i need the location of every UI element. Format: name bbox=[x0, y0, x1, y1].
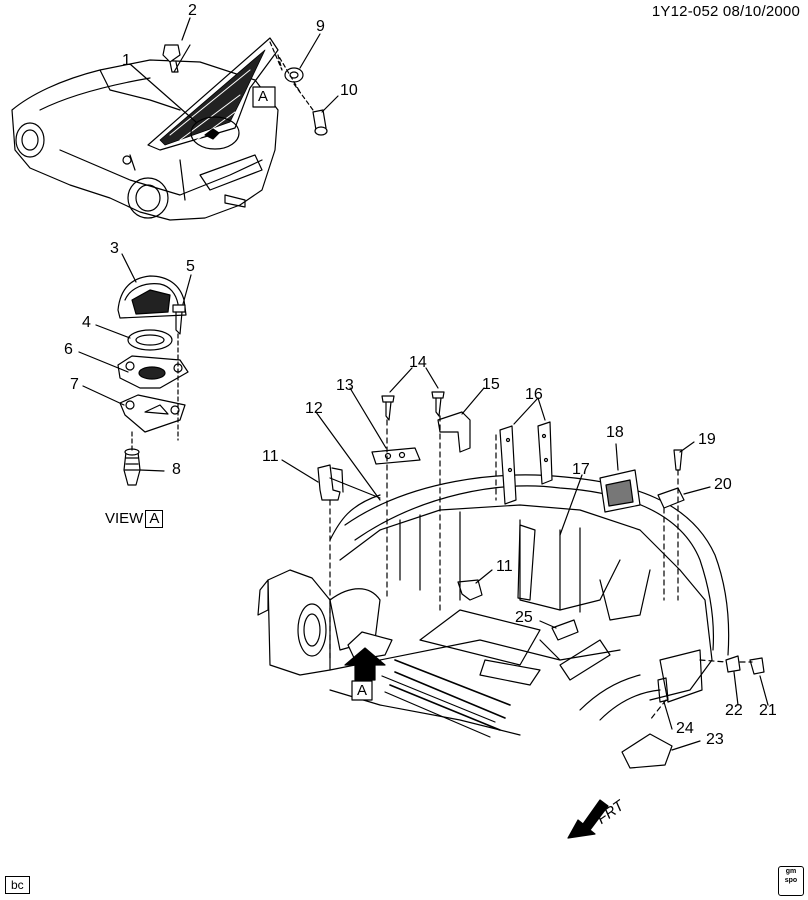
callout-10: 10 bbox=[340, 82, 358, 99]
callout-16: 16 bbox=[525, 386, 543, 403]
part-11-hook-upper bbox=[317, 464, 344, 501]
view-a-text: VIEW bbox=[105, 510, 144, 527]
callout-22: 22 bbox=[725, 702, 743, 719]
view-a-stack bbox=[117, 275, 189, 486]
ref-box-top bbox=[252, 86, 276, 108]
callout-12: 12 bbox=[305, 400, 323, 417]
view-a-arrow bbox=[344, 647, 386, 681]
part-18-module bbox=[599, 469, 641, 513]
rear-compartment bbox=[257, 474, 730, 738]
leader-lines bbox=[78, 17, 769, 751]
ref-box-bottom-label: A bbox=[357, 682, 368, 699]
rear-hatch-open bbox=[147, 37, 279, 151]
callout-7: 7 bbox=[70, 376, 79, 393]
callout-9: 9 bbox=[316, 18, 325, 35]
callout-17: 17 bbox=[572, 461, 590, 478]
callout-18: 18 bbox=[606, 424, 624, 441]
callout-1: 1 bbox=[122, 52, 131, 69]
part-15-bracket bbox=[437, 411, 471, 453]
part-25-fastener bbox=[551, 619, 579, 641]
callout-5: 5 bbox=[186, 258, 195, 275]
part-20-plate bbox=[657, 487, 685, 509]
part-2-striker bbox=[162, 44, 191, 73]
callout-8: 8 bbox=[172, 461, 181, 478]
callout-25: 25 bbox=[515, 609, 533, 626]
part-12-rail bbox=[329, 477, 381, 499]
part-21-clip bbox=[749, 657, 765, 675]
callout-11: 11 bbox=[262, 448, 279, 465]
part-9-bumper bbox=[284, 67, 304, 83]
part-16-straps bbox=[499, 421, 553, 505]
callout-14: 14 bbox=[409, 354, 427, 371]
part-14-screws bbox=[381, 391, 445, 421]
bc-tag: bc bbox=[5, 876, 30, 894]
view-a-box: A bbox=[145, 510, 164, 528]
callout-15: 15 bbox=[482, 376, 500, 393]
car-illustration bbox=[11, 59, 279, 221]
detail-circle bbox=[190, 116, 240, 150]
logo-top-text: gm bbox=[785, 868, 797, 875]
part-22-nut bbox=[725, 655, 741, 673]
callout-2: 2 bbox=[188, 2, 197, 19]
logo-bottom-text: spo bbox=[784, 877, 798, 884]
part-11-hook-lower bbox=[457, 579, 483, 601]
part-13-bracket bbox=[371, 447, 421, 465]
callout-6: 6 bbox=[64, 341, 73, 358]
ref-box-bottom bbox=[351, 680, 373, 701]
callout-19: 19 bbox=[698, 431, 716, 448]
drawing-code: 1Y12-052 08/10/2000 bbox=[651, 3, 800, 20]
callout-21: 21 bbox=[759, 702, 777, 719]
part-19-stud bbox=[673, 449, 683, 471]
callout-23: 23 bbox=[706, 731, 724, 748]
callout-24: 24 bbox=[676, 720, 694, 737]
callout-4: 4 bbox=[82, 314, 91, 331]
gm-spo-logo: gm spo bbox=[778, 866, 804, 896]
callout-3: 3 bbox=[110, 240, 119, 257]
part-24-clip bbox=[657, 677, 669, 703]
part-23-bracket bbox=[621, 733, 673, 769]
install-lines bbox=[329, 415, 753, 721]
front-direction-arrow bbox=[567, 799, 609, 839]
callout-13: 13 bbox=[336, 377, 354, 394]
callout-20: 20 bbox=[714, 476, 732, 493]
part-10-bolt bbox=[312, 109, 328, 136]
ref-box-top-label: A bbox=[258, 88, 269, 105]
callout-11b: 11 bbox=[496, 558, 513, 575]
